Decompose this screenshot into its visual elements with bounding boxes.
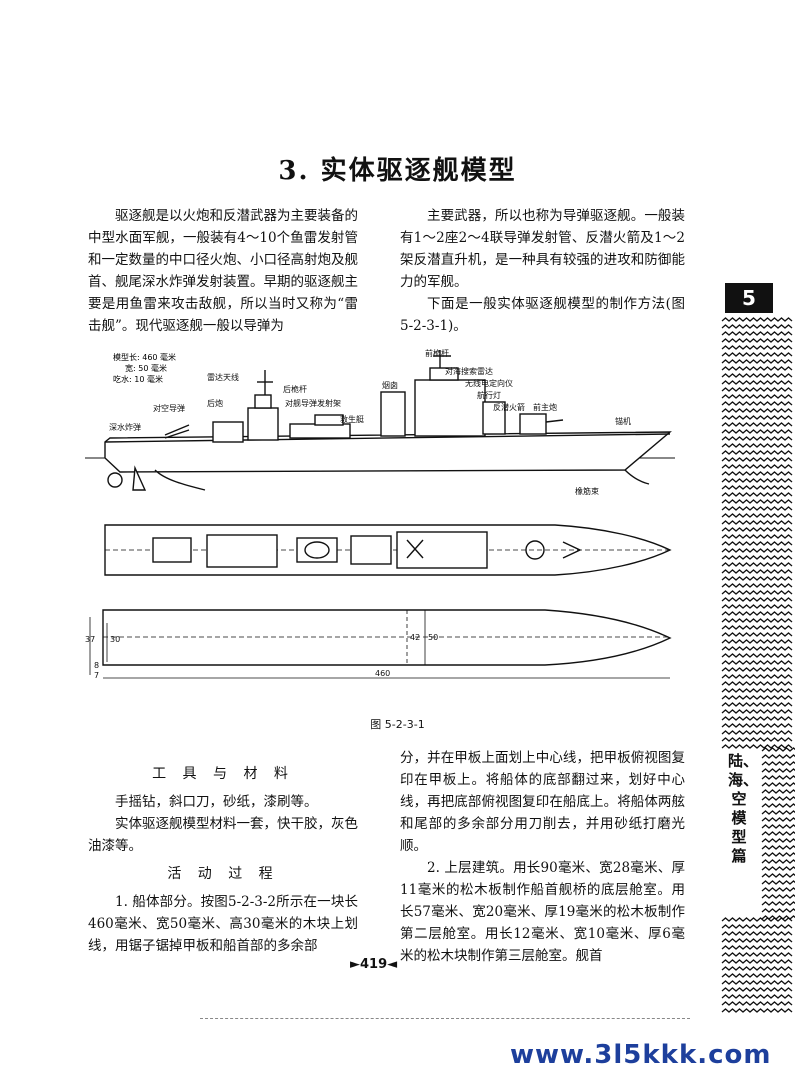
label-asw-gun: 反潜火箭 — [493, 402, 525, 412]
footer-divider — [200, 1018, 690, 1019]
label-aa-missile: 对空导弹 — [153, 403, 185, 413]
ship-deck-plan — [104, 524, 672, 576]
intro-left-column: 驱逐舰是以火炮和反潜武器为主要装备的中型水面军舰，一般装有4～10个鱼雷发射管和… — [88, 205, 358, 337]
tools-paragraph-2: 实体驱逐舰模型材料一套，快干胶，灰色油漆等。 — [88, 816, 358, 854]
spec-length: 模型长: 460 毫米 — [113, 352, 176, 362]
label-front-gun: 前主炮 — [533, 402, 557, 412]
page-title: 3. 实体驱逐舰模型 — [278, 156, 517, 186]
label-rear-gun: 后炮 — [207, 398, 223, 408]
label-funnel: 烟囱 — [382, 380, 398, 390]
label-ship-missile: 对舰导弹发射架 — [285, 398, 341, 408]
label-lifeboat: 救生艇 — [340, 414, 364, 424]
intro-right-column: 主要武器，所以也称为导弹驱逐舰。一般装有1～2座2～4联导弹发射管、反潜火箭及1… — [400, 205, 685, 337]
label-aft-mast: 后桅杆 — [283, 384, 307, 394]
label-sea-radar: 对海搜索雷达 — [445, 366, 493, 376]
intro-right-paragraph-2: 下面是一般实体驱逐舰模型的制作方法(图5-2-3-1)。 — [400, 296, 685, 334]
label-nav-light: 航行灯 — [477, 390, 501, 400]
label-radio-df: 无线电定向仪 — [465, 378, 513, 388]
side-tab-pattern — [721, 317, 795, 1013]
dim-50: 50 — [428, 633, 438, 642]
dim-7: 7 — [94, 671, 99, 680]
lower-right-paragraph-2: 2. 上层建筑。用长90毫米、宽28毫米、厚11毫米的松木板制作船首舰桥的底层舱… — [400, 860, 685, 964]
intro-right-paragraph-1: 主要武器，所以也称为导弹驱逐舰。一般装有1～2座2～4联导弹发射管、反潜火箭及1… — [400, 208, 685, 290]
spec-width: 宽: 50 毫米 — [125, 363, 167, 373]
chapter-side-title: 陆、海、空模型篇 — [728, 752, 759, 865]
lower-right-column: 分，并在甲板上面划上中心线，把甲板俯视图复印在甲板上。将船体的底部翻过来，划好中… — [400, 747, 685, 967]
dim-42: 42 — [410, 633, 420, 642]
label-radar-antenna: 雷达天线 — [207, 372, 239, 382]
tools-paragraph-1: 手摇钻，斜口刀，砂纸，漆刷等。 — [115, 794, 318, 810]
process-paragraph-1: 1. 船体部分。按图5-2-3-2所示在一块长460毫米、宽50毫米、高30毫米… — [88, 894, 358, 954]
label-anchor: 锚机 — [615, 416, 631, 426]
ship-side-profile — [104, 350, 672, 491]
spec-draft: 吃水: 10 毫米 — [113, 374, 163, 384]
heading-process: 活 动 过 程 — [167, 866, 279, 882]
heading-tools: 工 具 与 材 料 — [152, 766, 294, 782]
label-rubber-band: 橡筋束 — [575, 486, 599, 496]
destroyer-figure: 模型长: 460 毫米 宽: 50 毫米 吃水: 10 毫米 前桅杆 对海搜 — [85, 348, 675, 680]
page-number: ►419◄ — [350, 957, 398, 972]
chapter-number-badge: 5 — [725, 283, 773, 313]
dim-37: 37 — [85, 635, 95, 644]
label-foremast: 前桅杆 — [425, 348, 449, 358]
dim-30: 30 — [110, 635, 120, 644]
figure-caption: 图 5-2-3-1 — [370, 718, 425, 731]
ship-bottom-plan — [89, 609, 672, 679]
dim-8: 8 — [94, 661, 99, 670]
label-depth-charge: 深水炸弹 — [109, 422, 141, 432]
dim-460: 460 — [375, 669, 390, 678]
intro-left-paragraph: 驱逐舰是以火炮和反潜武器为主要装备的中型水面军舰，一般装有4～10个鱼雷发射管和… — [88, 208, 358, 334]
lower-right-paragraph-1: 分，并在甲板上面划上中心线，把甲板俯视图复印在甲板上。将船体的底部翻过来，划好中… — [400, 750, 685, 854]
footer-watermark-url: www.3l5kkk.com — [510, 1040, 772, 1070]
lower-left-column: 工 具 与 材 料 手摇钻，斜口刀，砂纸，漆刷等。 实体驱逐舰模型材料一套，快干… — [88, 757, 358, 957]
